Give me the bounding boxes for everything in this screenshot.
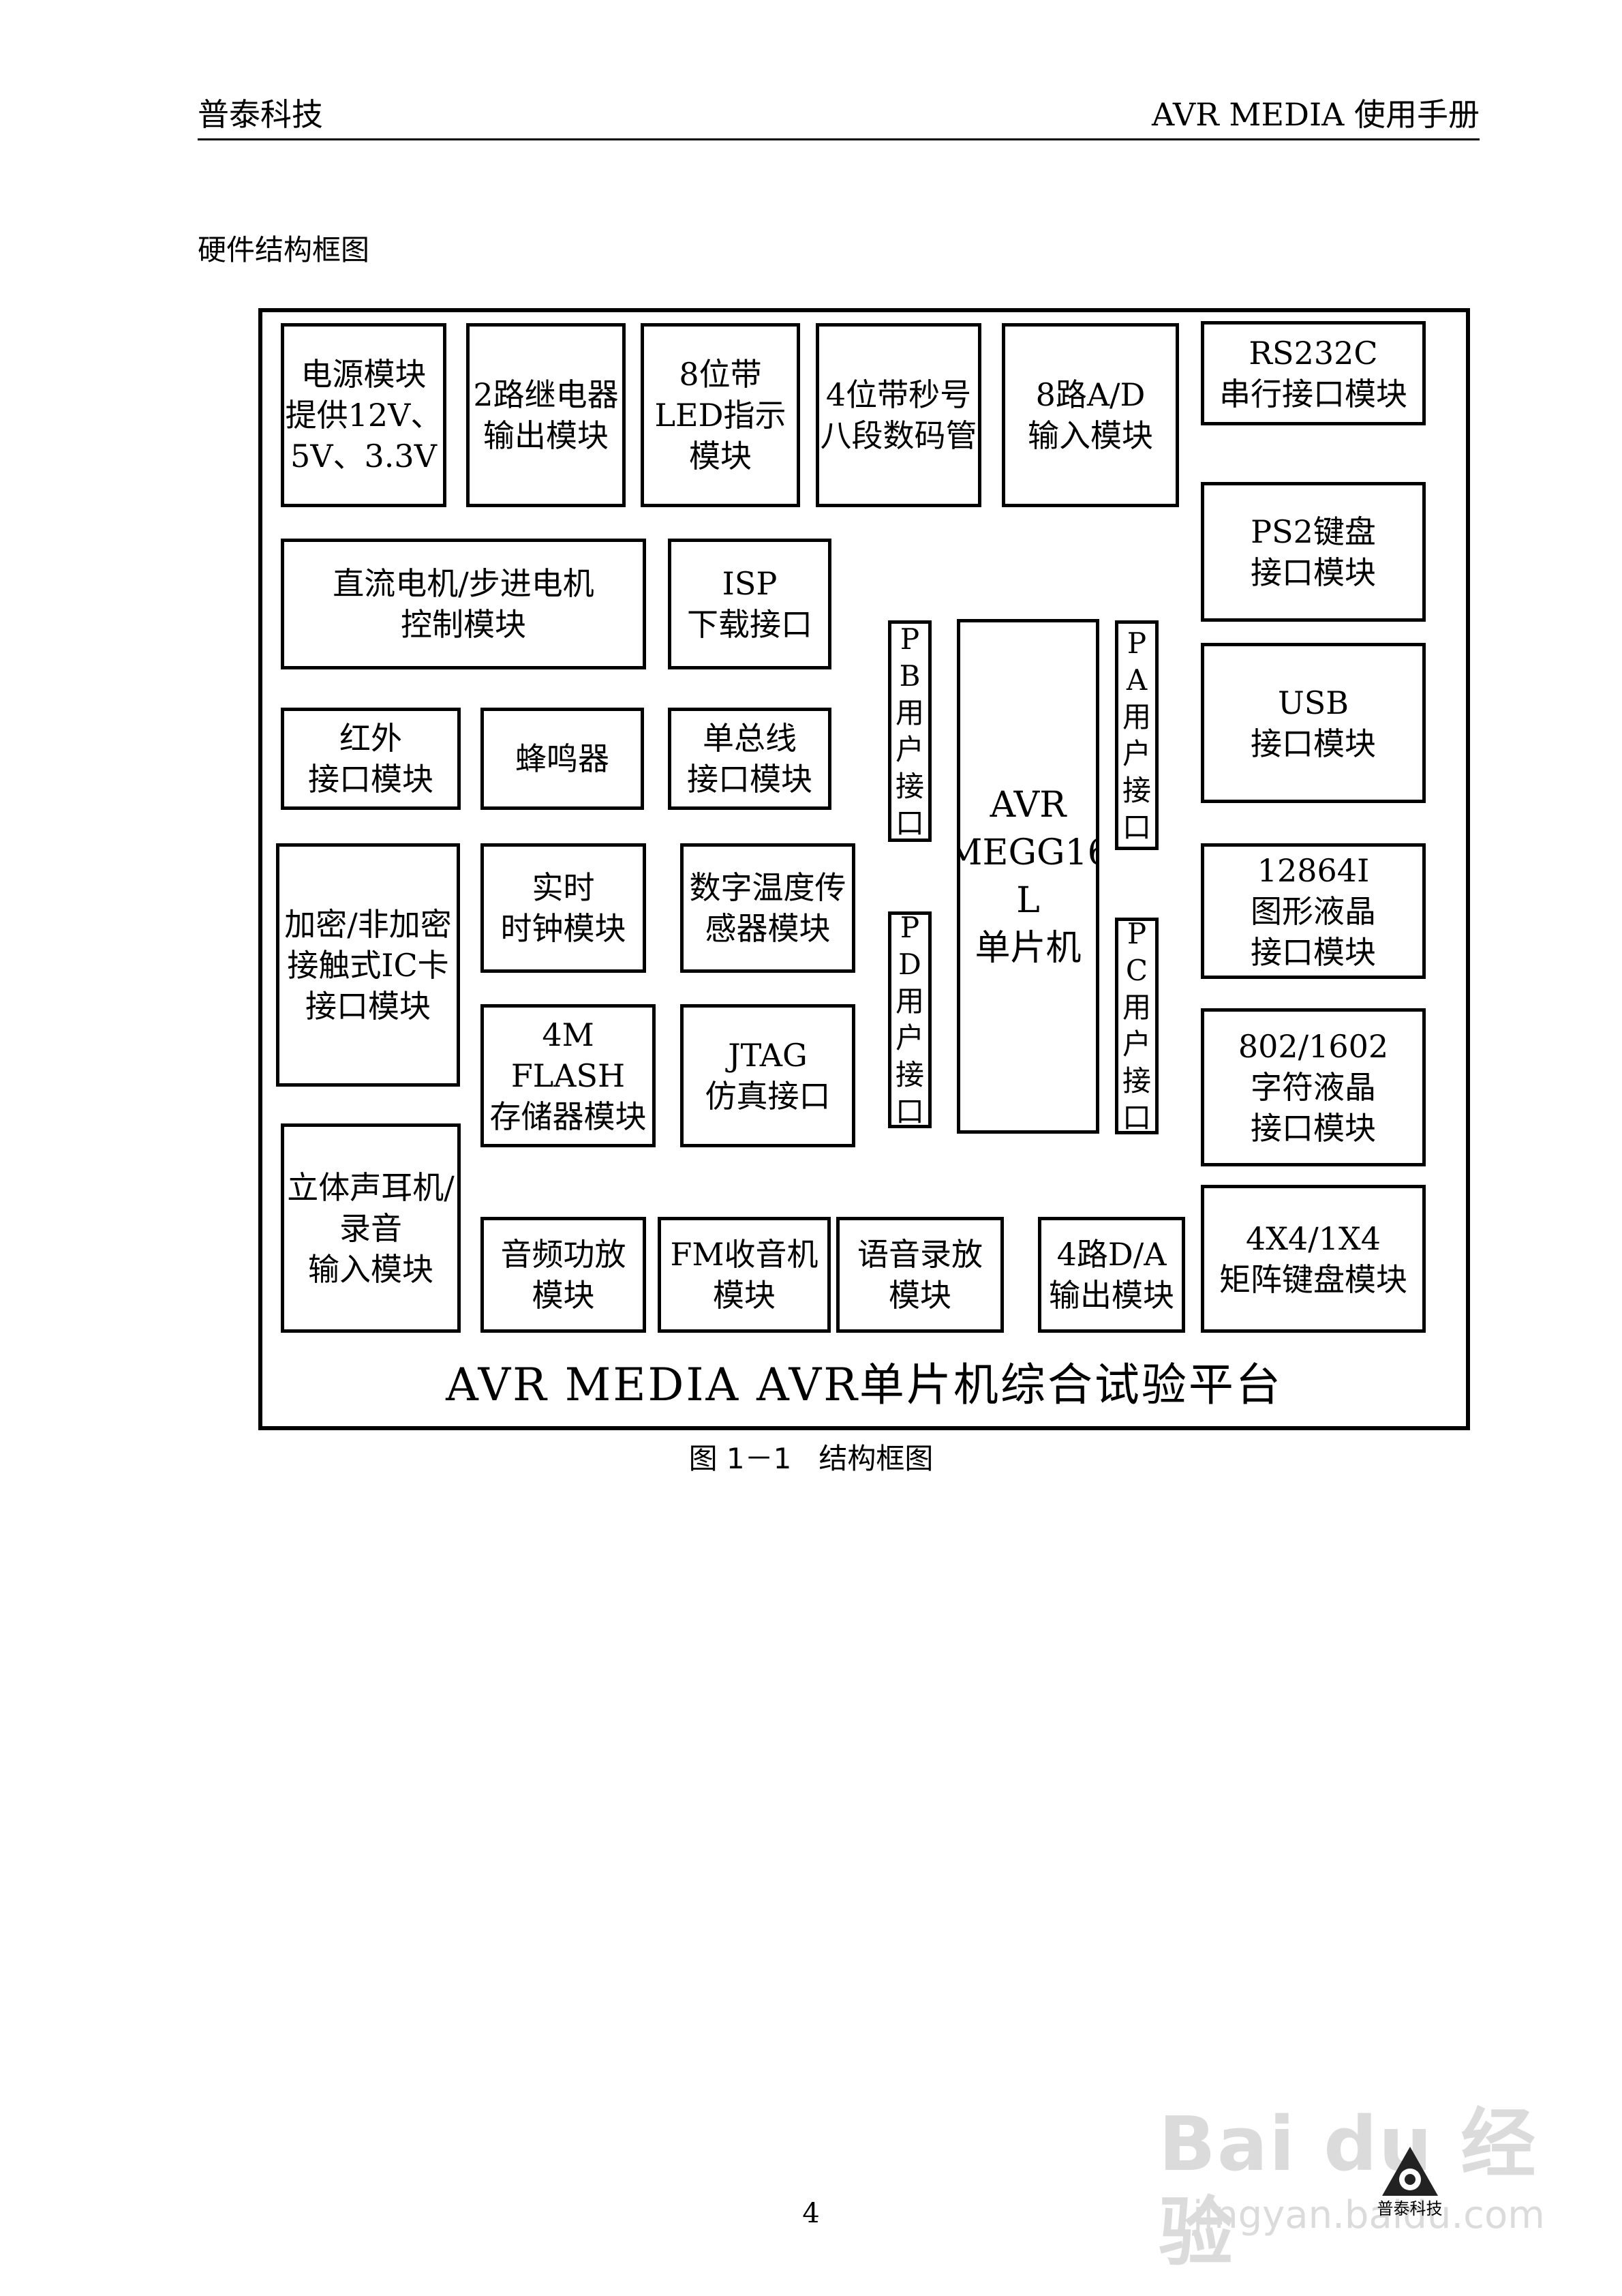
block-ps2: PS2键盘 接口模块: [1201, 482, 1426, 622]
block-motor: 直流电机/步进电机 控制模块: [281, 539, 646, 669]
mcu-block: AVR MEGG16 L 单片机: [957, 619, 1099, 1134]
watermark-main-text: Bai du 经验: [1159, 2100, 1537, 2276]
port-pa: PA用户接口: [1115, 620, 1159, 850]
block-seven-segment: 4位带秒号 八段数码管: [816, 323, 981, 507]
header-company: 普泰科技: [198, 96, 323, 133]
block-audio-input: 立体声耳机/ 录音 输入模块: [281, 1123, 461, 1333]
block-power: 电源模块 提供12V、 5V、3.3V: [281, 323, 446, 507]
triangle-logo-icon: [1381, 2147, 1438, 2196]
block-infrared: 红外 接口模块: [281, 708, 461, 810]
block-isp: ISP 下载接口: [668, 539, 831, 669]
header-manual-title: AVR MEDIA 使用手册: [1152, 96, 1480, 133]
diagram-frame: [258, 308, 1470, 1430]
block-led: 8位带 LED指示 模块: [641, 323, 800, 507]
block-lcd1602: 802/1602 字符液晶 接口模块: [1201, 1008, 1426, 1166]
block-da: 4路D/A 输出模块: [1038, 1217, 1185, 1333]
logo-text: 普泰科技: [1377, 2199, 1443, 2218]
baidu-watermark: Bai du 经验 jingyan.baidu.com: [1159, 2100, 1545, 2276]
port-pc: PC用户接口: [1115, 918, 1159, 1134]
block-ad: 8路A/D 输入模块: [1002, 323, 1179, 507]
block-rtc: 实时 时钟模块: [480, 843, 646, 973]
block-voice-recorder: 语音录放 模块: [836, 1217, 1004, 1333]
block-lcd12864: 12864I 图形液晶 接口模块: [1201, 843, 1426, 979]
platform-title: AVR MEDIA AVR单片机综合试验平台: [446, 1359, 1283, 1411]
block-jtag: JTAG 仿真接口: [680, 1004, 855, 1147]
watermark-url-text: jingyan.baidu.com: [1193, 2193, 1545, 2237]
block-rs232: RS232C 串行接口模块: [1201, 321, 1426, 425]
block-temperature: 数字温度传 感器模块: [680, 843, 855, 973]
block-ic-card: 加密/非加密 接触式IC卡 接口模块: [276, 843, 460, 1087]
company-logo: 普泰科技: [1360, 2110, 1459, 2219]
block-keypad: 4X4/1X4 矩阵键盘模块: [1201, 1185, 1426, 1333]
block-usb: USB 接口模块: [1201, 643, 1426, 803]
port-pd: PD用户接口: [888, 911, 932, 1128]
block-amplifier: 音频功放 模块: [480, 1217, 646, 1333]
port-pb: PB用户接口: [888, 620, 932, 842]
header-rule: [198, 138, 1480, 140]
block-relay: 2路继电器 输出模块: [466, 323, 626, 507]
figure-caption: 图 1－1 结构框图: [688, 1442, 934, 1475]
block-fm-radio: FM收音机 模块: [658, 1217, 831, 1333]
block-onewire: 单总线 接口模块: [668, 708, 831, 810]
block-flash: 4M FLASH 存储器模块: [480, 1004, 656, 1147]
page-number: 4: [802, 2198, 820, 2229]
section-title: 硬件结构框图: [198, 233, 370, 267]
block-buzzer: 蜂鸣器: [480, 708, 644, 810]
